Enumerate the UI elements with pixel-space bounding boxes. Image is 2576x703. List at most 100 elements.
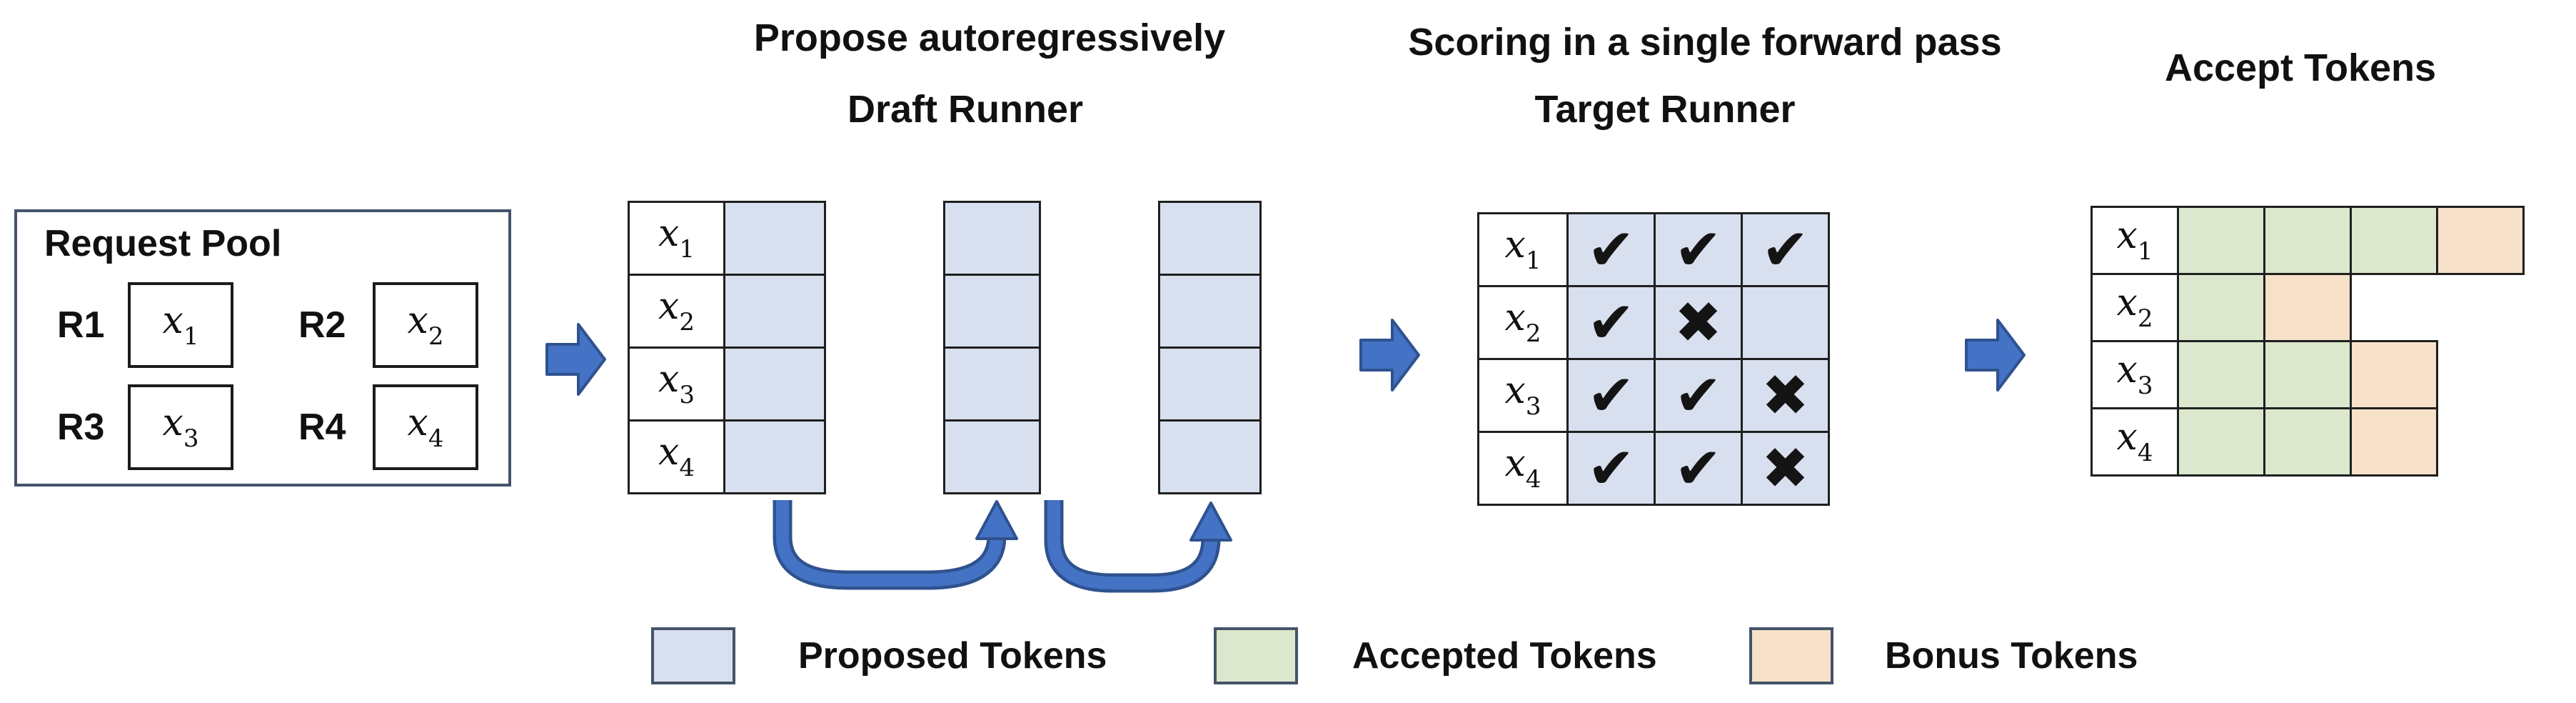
grid-row: x3: [628, 346, 826, 422]
request-label: R1: [57, 304, 105, 346]
check-icon: ✔: [1674, 216, 1723, 283]
grid-row: x3✔✔✖: [1477, 358, 1830, 433]
accepted-token-cell: [2350, 206, 2438, 275]
proposed-token-cell: [943, 419, 1041, 494]
legend-label-bonus: Bonus Tokens: [1885, 635, 2138, 677]
score-cell: ✔: [1654, 358, 1743, 433]
token-label: x3: [1504, 369, 1541, 421]
token-label: x2: [2116, 281, 2153, 333]
token-label: x2: [658, 285, 695, 336]
check-icon: ✔: [1674, 362, 1723, 429]
accepted-token-cell: [2263, 340, 2352, 409]
accepted-token-cell: [2177, 407, 2265, 477]
grid-row: x1 ✔ ✔ ✔: [1477, 212, 1830, 287]
row-label-cell: x4: [628, 419, 725, 494]
cross-icon: ✖: [1761, 362, 1810, 429]
token-label: x2: [407, 299, 444, 351]
token-box: x4: [373, 384, 478, 470]
check-icon: ✔: [1761, 216, 1810, 283]
grid-row: [943, 419, 1041, 494]
score-cell: ✔: [1566, 285, 1656, 360]
legend-label-proposed: Proposed Tokens: [798, 635, 1107, 677]
row-label-cell: x1: [2091, 206, 2179, 275]
autoregressive-loop-arrow-icon: [1044, 500, 1232, 593]
score-cell: ✔: [1566, 431, 1656, 506]
accepted-token-cell: [2263, 206, 2352, 275]
bonus-token-cell: [2350, 340, 2438, 409]
token-label: x4: [658, 431, 695, 482]
check-icon: ✔: [1586, 216, 1636, 283]
grid-row: [1158, 201, 1262, 276]
token-box: x1: [128, 282, 233, 368]
token-label: x3: [2116, 349, 2153, 400]
proposed-token-cell: [723, 346, 826, 422]
proposed-token-cell: [1158, 201, 1262, 276]
proposed-token-cell: [723, 274, 826, 349]
flow-arrow-icon: [545, 323, 606, 396]
score-cell: ✔: [1566, 212, 1656, 287]
flow-arrow-icon: [1359, 319, 1420, 392]
legend-swatch-accepted: [1214, 627, 1298, 684]
grid-row: [1158, 274, 1262, 349]
score-cell: ✖: [1741, 358, 1830, 433]
accept-heading: Accept Tokens: [2164, 46, 2437, 89]
request-pool-title: Request Pool: [44, 223, 282, 264]
bonus-token-cell: [2350, 407, 2438, 477]
request-label: R2: [298, 304, 346, 346]
flow-arrow-icon: [1965, 319, 2026, 392]
grid-row: [943, 346, 1041, 422]
token-label: x1: [658, 212, 695, 264]
grid-row: x4 ✔✔ ✖: [1477, 431, 1830, 506]
row-label-cell: x4: [2091, 407, 2179, 477]
row-label-cell: x2: [628, 274, 725, 349]
accept-tokens-grid: x1 x2 x3 x4: [2091, 206, 2525, 477]
request-label: R4: [298, 407, 346, 448]
check-icon: ✔: [1586, 289, 1636, 356]
token-label: x4: [1504, 442, 1541, 494]
legend-swatch-bonus: [1749, 627, 1833, 684]
score-cell: ✖: [1654, 285, 1743, 360]
proposed-token-cell: [943, 274, 1041, 349]
score-cell: ✔: [1741, 212, 1830, 287]
proposed-token-cell: [943, 346, 1041, 422]
accepted-token-cell: [2177, 273, 2265, 342]
proposed-token-cell: [943, 201, 1041, 276]
grid-row: x1: [2091, 206, 2525, 275]
autoregressive-loop-arrow-icon: [773, 500, 1018, 590]
row-label-cell: x3: [2091, 340, 2179, 409]
bonus-token-cell: [2263, 273, 2352, 342]
score-cell: ✔: [1654, 431, 1743, 506]
row-label-cell: x3: [628, 346, 725, 422]
draft-pass-grid: [943, 201, 1041, 494]
grid-row: [1158, 346, 1262, 422]
cross-icon: ✖: [1761, 434, 1810, 502]
proposed-token-cell: [1158, 346, 1262, 422]
grid-row: x1: [628, 201, 826, 276]
cross-icon: ✖: [1674, 289, 1723, 356]
proposed-token-cell: [1158, 274, 1262, 349]
target-score-grid: x1✔✔✔x2✔✖x3✔✔✖x4✔✔✖: [1477, 212, 1830, 506]
grid-row: x2: [628, 274, 826, 349]
token-label: x3: [162, 401, 199, 453]
proposed-token-cell: [723, 201, 826, 276]
grid-row: x4: [628, 419, 826, 494]
row-label-cell: x2: [1477, 285, 1569, 360]
grid-row: [943, 201, 1041, 276]
score-cell: ✔: [1654, 212, 1743, 287]
row-label-cell: x1: [628, 201, 725, 276]
token-box: x2: [373, 282, 478, 368]
row-label-cell: x4: [1477, 431, 1569, 506]
accepted-token-cell: [2263, 407, 2352, 477]
target-subheading: Target Runner: [1534, 88, 1796, 131]
accepted-token-cell: [2177, 206, 2265, 275]
legend-label-accepted: Accepted Tokens: [1352, 635, 1657, 677]
draft-subheading: Draft Runner: [847, 88, 1084, 131]
token-label: x1: [1504, 224, 1541, 275]
accepted-token-cell: [2177, 340, 2265, 409]
token-label: x2: [1504, 296, 1541, 348]
token-label: x4: [2116, 416, 2153, 467]
token-label: x4: [407, 401, 444, 453]
draft-pass-grid: x1 x2 x3 x4: [628, 201, 826, 494]
score-cell: ✖: [1741, 431, 1830, 506]
